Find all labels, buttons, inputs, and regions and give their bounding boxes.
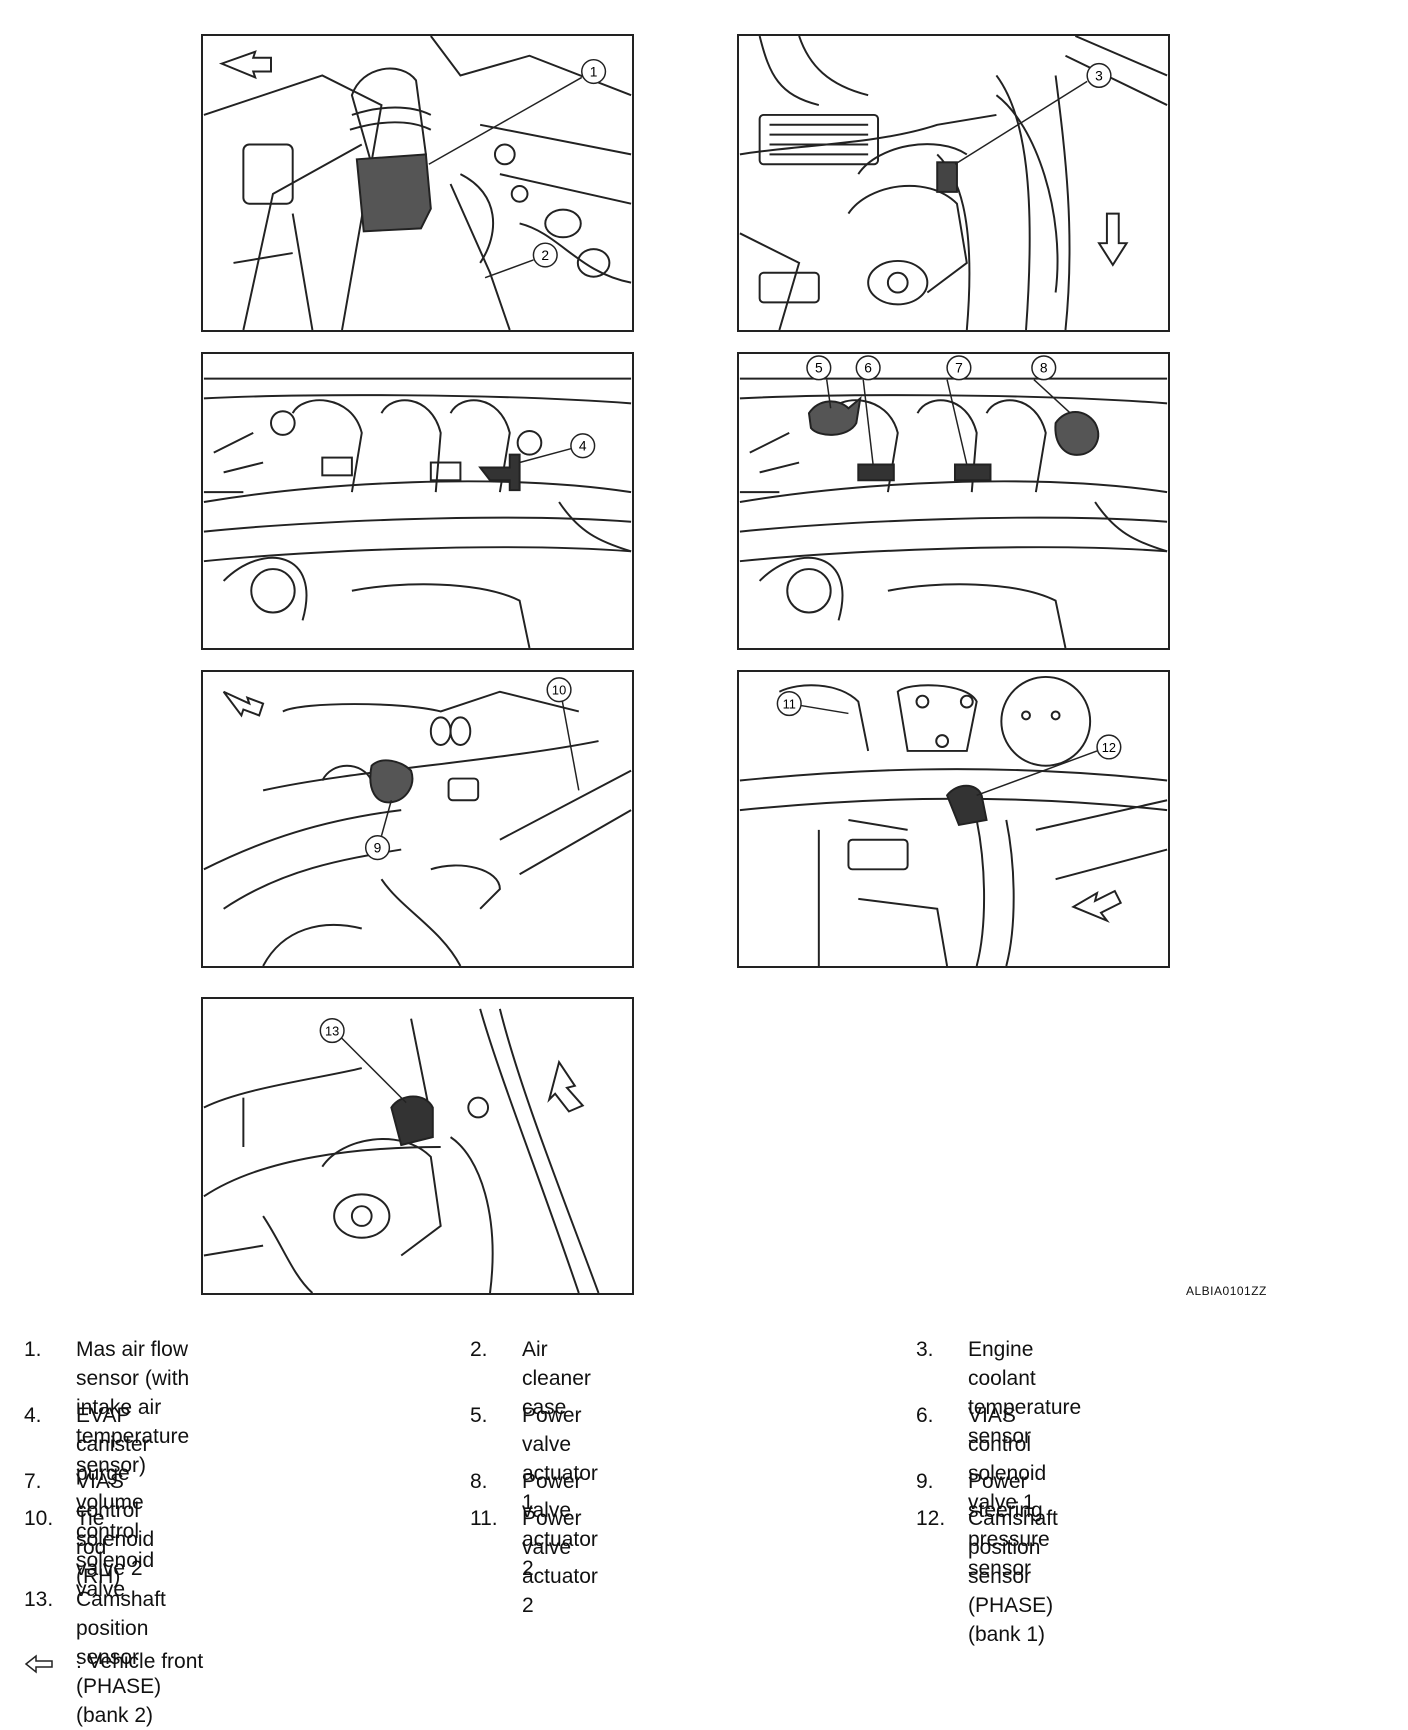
vehicle-front-arrow-icon (1097, 212, 1129, 267)
vehicle-front-arrow-icon (1071, 889, 1123, 923)
callout-6: 6 (855, 355, 881, 381)
svg-text:10: 10 (552, 683, 566, 698)
engine-illustration: 3 (739, 36, 1168, 330)
svg-text:6: 6 (864, 360, 872, 376)
vehicle-front-label: : Vehicle front (76, 1650, 204, 1673)
callout-7: 7 (946, 355, 972, 381)
svg-text:5: 5 (815, 360, 823, 376)
callout-12: 12 (1096, 734, 1122, 760)
diagram-panel-1: 1 2 (201, 34, 634, 332)
svg-text:13: 13 (325, 1024, 339, 1039)
engine-illustration: 1 2 (203, 36, 632, 330)
engine-illustration: 13 (203, 1008, 600, 1293)
vehicle-front-arrow-icon (547, 1059, 585, 1113)
engine-illustration: 4 (203, 377, 632, 648)
callout-11: 11 (776, 690, 802, 717)
callout-2: 2 (532, 242, 558, 268)
callout-1: 1 (581, 58, 607, 85)
callout-4: 4 (570, 433, 596, 459)
callout-13: 13 (319, 1017, 345, 1044)
engine-illustration: 9 10 (203, 677, 632, 966)
diagram-panel-6: 11 12 (737, 670, 1170, 968)
svg-text:2: 2 (541, 247, 549, 263)
svg-text:12: 12 (1102, 740, 1116, 755)
diagram-panel-2: 3 (737, 34, 1170, 332)
vehicle-front-arrow-icon (218, 50, 272, 80)
callout-5: 5 (806, 355, 832, 381)
callout-9: 9 (364, 835, 391, 861)
diagram-panel-3: 4 (201, 352, 634, 650)
svg-text:11: 11 (783, 697, 796, 712)
callout-3: 3 (1086, 62, 1112, 89)
svg-text:9: 9 (374, 840, 382, 856)
callout-8: 8 (1031, 355, 1057, 381)
diagram-panel-4: 5 6 7 8 (737, 352, 1170, 650)
diagram-panel-5: 9 10 (201, 670, 634, 968)
vehicle-front-arrow-icon (222, 690, 265, 718)
svg-text:7: 7 (955, 360, 963, 376)
engine-illustration: 11 12 (739, 675, 1168, 966)
svg-text:1: 1 (590, 63, 598, 79)
arrow-left-icon (24, 1654, 53, 1674)
callout-10: 10 (546, 677, 572, 703)
diagram-panel-7: 13 (201, 997, 634, 1295)
svg-text:4: 4 (579, 438, 587, 454)
svg-text:3: 3 (1095, 67, 1103, 83)
engine-illustration: 5 6 7 8 (739, 355, 1168, 648)
svg-text:8: 8 (1040, 360, 1048, 376)
reference-code: ALBIA0101ZZ (1186, 1284, 1267, 1298)
